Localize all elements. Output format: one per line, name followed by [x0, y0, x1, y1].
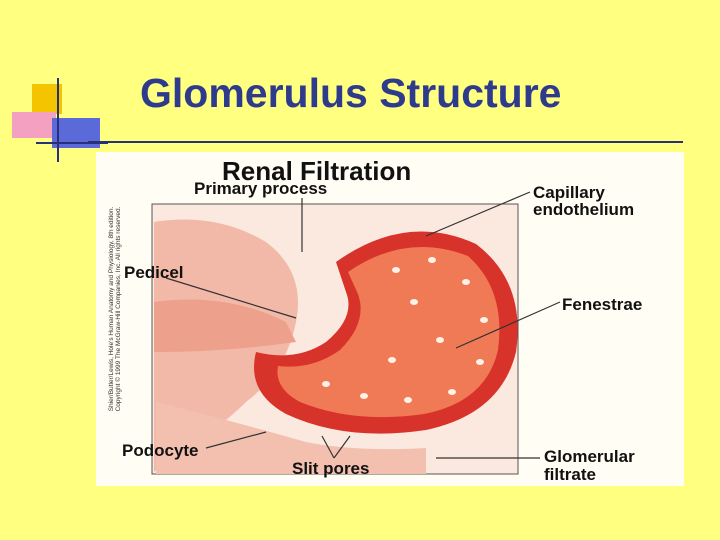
label-pedicel: Pedicel: [124, 263, 184, 282]
renal-filtration-figure: Renal Filtration Primary process Capilla…: [96, 152, 684, 486]
label-glomerular-line2: filtrate: [544, 464, 596, 484]
logo-pink-square: [12, 112, 56, 138]
slide-logo-squares: [12, 78, 108, 162]
label-podocyte: Podocyte: [122, 441, 199, 460]
fenestrae-pores: [322, 257, 488, 403]
label-glomerular-line1: Glomerular: [544, 447, 635, 466]
label-capillary-line1: Capillary: [533, 183, 605, 202]
label-glomerular-filtrate: Glomerular filtrate: [544, 448, 684, 484]
slide-title: Glomerulus Structure: [140, 70, 562, 116]
label-primary-process: Primary process: [194, 179, 328, 198]
label-capillary-endothelium: Capillary endothelium: [533, 184, 683, 218]
podocyte-base: [156, 402, 426, 474]
figure-copyright-credit: Shier/Butler/Lewis, Hole's Human Anatomy…: [108, 206, 122, 412]
figure-heading: Renal Filtration: [222, 156, 412, 186]
label-capillary-line2: endothelium: [533, 200, 635, 219]
title-underline: [88, 141, 683, 143]
label-leader-lines: [165, 191, 561, 459]
label-slit-pores: Slit pores: [292, 459, 370, 478]
glomerulus-illustration: [151, 191, 561, 475]
label-fenestrae: Fenestrae: [562, 295, 643, 314]
pedicel-processes: [154, 299, 296, 352]
capillary-lumen: [277, 247, 500, 418]
